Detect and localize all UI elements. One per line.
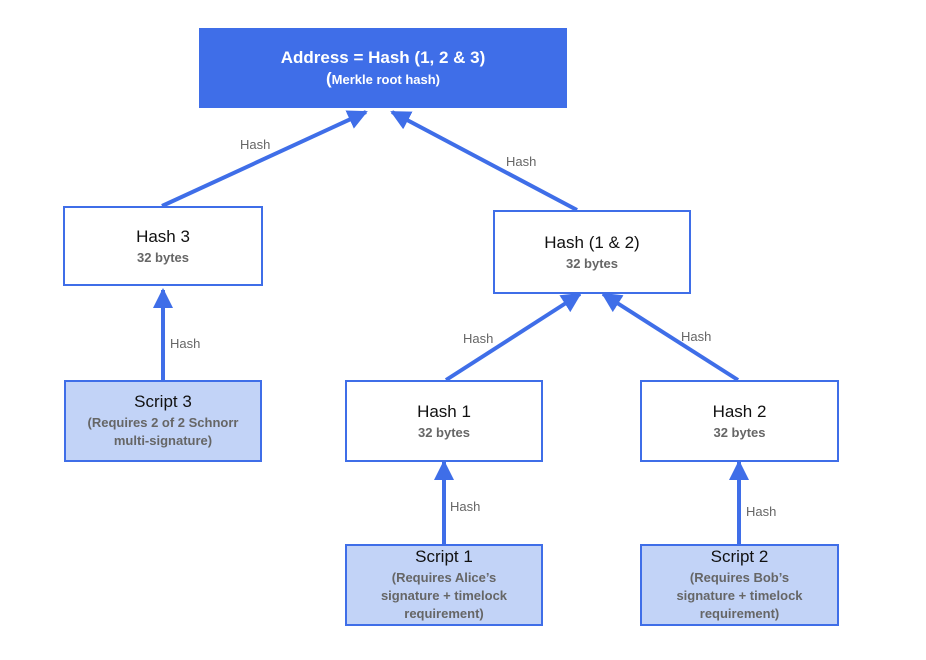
hash3-title: Hash 3 bbox=[136, 226, 190, 246]
script1-node: Script 1 (Requires Alice’s signature + t… bbox=[345, 544, 543, 626]
script1-desc-line2: signature + timelock bbox=[380, 588, 508, 603]
script2-node: Script 2 (Requires Bob’s signature + tim… bbox=[640, 544, 839, 626]
script1-desc-line1: (Requires Alice’s bbox=[391, 570, 497, 585]
script1-title: Script 1 bbox=[415, 547, 473, 566]
script3-node: Script 3 (Requires 2 of 2 Schnorr multi-… bbox=[64, 380, 262, 462]
script2-desc-line3: requirement) bbox=[699, 606, 780, 621]
root-title: Address = Hash (1, 2 & 3) bbox=[280, 48, 486, 67]
arrow-hash2-to-hash12 bbox=[601, 292, 740, 382]
script2-title: Script 2 bbox=[710, 547, 769, 566]
script3-desc-line2: multi-signature) bbox=[113, 433, 213, 448]
script3-title: Script 3 bbox=[134, 392, 192, 411]
script2-desc-line1: (Requires Bob’s bbox=[689, 570, 790, 585]
arrow-hash12-to-root bbox=[390, 110, 578, 212]
hash2-title: Hash 2 bbox=[712, 401, 767, 421]
root-subtitle-text: Merkle root hash) bbox=[331, 72, 441, 87]
root-subtitle-paren: ( bbox=[325, 69, 332, 88]
edge-label-script1-hash1: Hash bbox=[450, 499, 481, 514]
hash12-size: 32 bytes bbox=[565, 255, 619, 271]
hash12-node: Hash (1 & 2) 32 bytes bbox=[493, 210, 691, 294]
arrow-hash3-to-root bbox=[161, 110, 368, 208]
script1-desc-line3: requirement) bbox=[404, 606, 484, 621]
root-subtitle: (Merkle root hash) bbox=[326, 70, 440, 88]
edge-label-hash12-root: Hash bbox=[506, 154, 537, 169]
edge-label-hash3-root: Hash bbox=[240, 137, 271, 152]
hash1-size: 32 bytes bbox=[417, 424, 471, 440]
arrow-hash1-to-hash12 bbox=[444, 292, 582, 382]
edge-label-script2-hash2: Hash bbox=[746, 504, 777, 519]
edge-label-script3-hash3: Hash bbox=[170, 336, 201, 351]
edge-label-hash1-hash12: Hash bbox=[463, 331, 494, 346]
hash12-title: Hash (1 & 2) bbox=[544, 232, 640, 252]
hash1-node: Hash 1 32 bytes bbox=[345, 380, 543, 462]
hash3-size: 32 bytes bbox=[136, 249, 190, 265]
hash2-size: 32 bytes bbox=[713, 424, 766, 440]
script3-desc-line1: (Requires 2 of 2 Schnorr bbox=[87, 415, 239, 430]
hash1-title: Hash 1 bbox=[417, 401, 471, 421]
merkle-root-node: Address = Hash (1, 2 & 3) (Merkle root h… bbox=[199, 28, 567, 108]
hash2-node: Hash 2 32 bytes bbox=[640, 380, 839, 462]
script2-desc-line2: signature + timelock bbox=[676, 588, 803, 603]
edge-label-hash2-hash12: Hash bbox=[681, 329, 712, 344]
hash3-node: Hash 3 32 bytes bbox=[63, 206, 263, 286]
